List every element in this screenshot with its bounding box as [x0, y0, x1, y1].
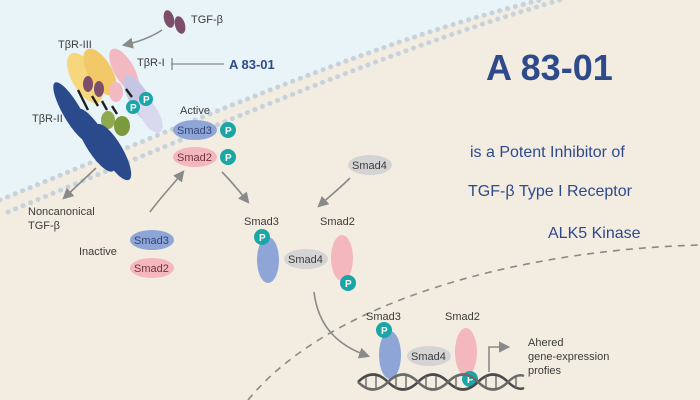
- phospho-badge-label: P: [345, 279, 352, 290]
- subtitle-line-3: ALK5 Kinase: [548, 225, 641, 242]
- output-line-2: gene-expression: [528, 351, 609, 363]
- tgf-beta-ligand: [163, 10, 186, 34]
- noncanonical-label-line1: Noncanonical: [28, 206, 95, 218]
- inhibitor-label: A 83-01: [229, 57, 275, 72]
- smad4-label: Smad4: [288, 254, 323, 266]
- phospho-badge-label: P: [381, 326, 388, 337]
- page-title: A 83-01: [486, 47, 613, 88]
- tbr-ii-label: TβR-II: [32, 113, 63, 125]
- expression-arrow: [488, 341, 511, 372]
- nuclear-smad3-label: Smad3: [366, 311, 401, 323]
- subtitle-line-1: is a Potent Inhibitor of: [470, 144, 625, 161]
- nuclear-import-arrow: [313, 291, 371, 359]
- active-label: Active: [180, 105, 210, 117]
- phospho-badge-label: P: [225, 126, 232, 137]
- nuclear-smad2-label: Smad2: [445, 311, 480, 323]
- ligand-arrow: [121, 29, 163, 49]
- phospho-badge-label: P: [259, 233, 266, 244]
- phospho-badge: [126, 100, 140, 114]
- dna-helix: [357, 373, 525, 391]
- inactive-smad3: Smad3: [130, 230, 174, 250]
- active-smad2: Smad2 P: [173, 147, 236, 167]
- nuclear-envelope: [247, 244, 700, 400]
- tbr-i-label: TβR-I: [137, 57, 165, 69]
- noncanonical-label-line2: TGF-β: [28, 220, 60, 232]
- active-smad3: Smad3 P: [173, 120, 236, 140]
- smad2-label: Smad2: [177, 152, 212, 164]
- receptor-complex: [53, 48, 163, 181]
- cell-membrane-inner: [5, 0, 563, 215]
- subtitle-line-2: TGF-β Type I Receptor: [468, 183, 633, 200]
- tgf-beta-label: TGF-β: [191, 14, 223, 26]
- translocation-arrow: [221, 171, 250, 204]
- phospho-badge: [139, 92, 153, 106]
- cytoplasmic-complex: P Smad4 P: [254, 229, 356, 291]
- phospho-badge-label: P: [225, 153, 232, 164]
- phospho-badge-label: P: [467, 375, 474, 386]
- smad4-arrow: [317, 177, 351, 208]
- complex-smad3-label: Smad3: [244, 216, 279, 228]
- smad3-label: Smad3: [177, 125, 212, 137]
- smad2-label: Smad2: [134, 263, 169, 275]
- cytoplasmic-smad4: Smad4: [348, 155, 392, 175]
- phospho-badge-label: P: [143, 95, 150, 106]
- smad3-label: Smad3: [134, 235, 169, 247]
- smad4-label: Smad4: [352, 160, 387, 172]
- cell-membrane: [0, 0, 543, 203]
- inactive-smad2: Smad2: [130, 258, 174, 278]
- output-line-1: Ahered: [528, 337, 563, 349]
- complex-smad2-label: Smad2: [320, 216, 355, 228]
- extracellular-space: [0, 0, 540, 200]
- nuclear-complex: P Smad4 P: [376, 322, 478, 387]
- inactive-label: Inactive: [79, 246, 117, 258]
- tbr-iii-label: TβR-III: [58, 39, 92, 51]
- smad4-label: Smad4: [411, 351, 446, 363]
- receptor-phospho-group: P P: [126, 92, 153, 114]
- phospho-badge-label: P: [130, 103, 137, 114]
- output-line-3: profies: [528, 365, 562, 377]
- noncanonical-arrow: [62, 167, 97, 200]
- activation-arrow: [149, 170, 185, 213]
